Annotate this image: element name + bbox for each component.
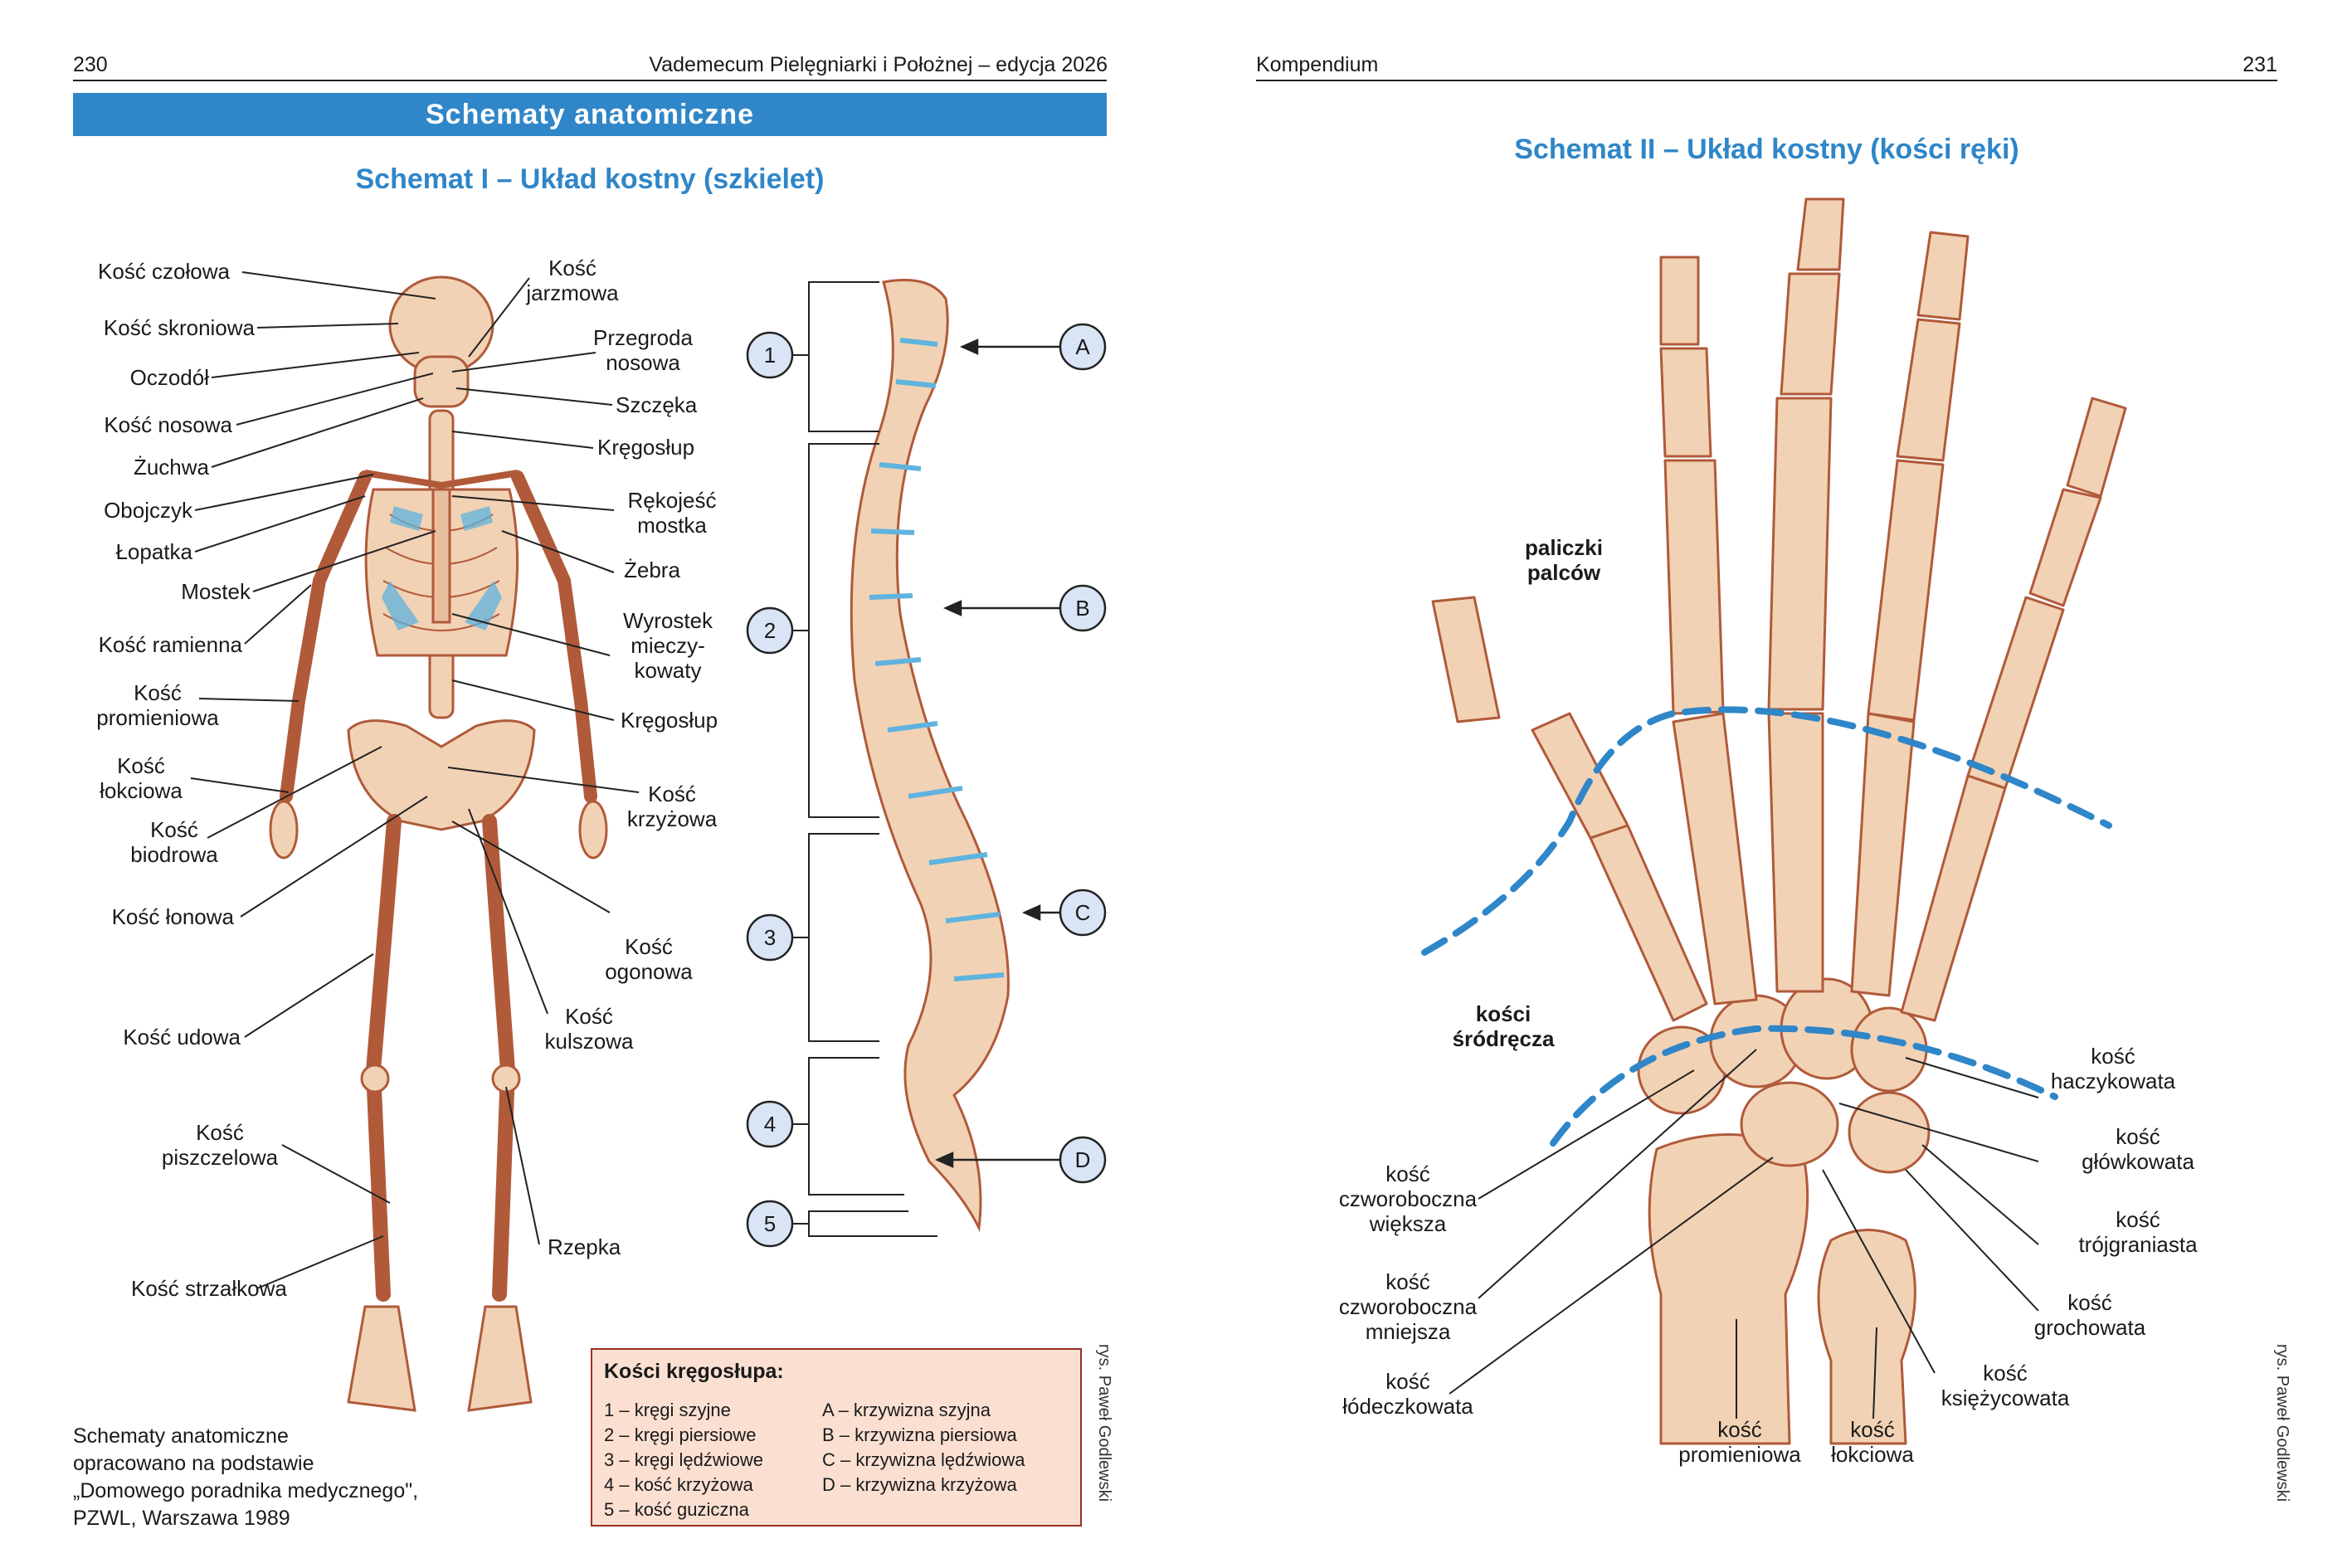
- label-kosc-kulszowa: Kość kulszowa: [544, 1004, 634, 1054]
- label-kosc-ogonowa: Kość ogonowa: [605, 934, 693, 984]
- legend-item: 1 – kręgi szyjne: [604, 1400, 731, 1420]
- label-lopatka: Łopatka: [115, 539, 192, 564]
- label-kosc-haczykowata: kość haczykowata: [2050, 1044, 2176, 1093]
- label-obojczyk: Obojczyk: [104, 498, 192, 523]
- label-kosc-czworoboczna-wieksza: kość czworoboczna większa: [1338, 1161, 1478, 1236]
- spine-brackets: [788, 281, 937, 1237]
- legend-item: 3 – kręgi lędźwiowe: [604, 1449, 763, 1470]
- spine-region-2: 2: [763, 618, 777, 643]
- page-number: 230: [73, 53, 108, 76]
- legend-right-column: A – krzywizna szyjna B – krzywizna piers…: [822, 1398, 1025, 1497]
- label-kosc-piszczelowa: Kość piszczelowa: [161, 1120, 279, 1170]
- hand-bones: [1431, 197, 2127, 1445]
- label-przegroda-nosowa: Przegroda nosowa: [593, 325, 693, 375]
- spine-region-5: 5: [763, 1211, 777, 1236]
- skeleton-illustration: [190, 271, 1107, 1412]
- leader-lines-right: [447, 277, 640, 1245]
- spine-region-3: 3: [763, 925, 777, 950]
- spine-curve-a: A: [1075, 334, 1090, 359]
- spine-legend: Kości kręgosłupa: 1 – kręgi szyjne 2 – k…: [591, 1348, 1082, 1527]
- source-note-line: opracowano na podstawie: [73, 1452, 314, 1475]
- label-kosc-grochowata: kość grochowata: [2033, 1290, 2146, 1340]
- source-note-line: Schematy anatomiczne: [73, 1424, 289, 1448]
- spine-curve-c: C: [1074, 900, 1091, 925]
- label-mostek: Mostek: [181, 579, 251, 604]
- legend-left-column: 1 – kręgi szyjne 2 – kręgi piersiowe 3 –…: [604, 1398, 763, 1522]
- label-kosc-ramienna: Kość ramienna: [98, 632, 242, 657]
- section-title: Schematy anatomiczne: [73, 93, 1107, 136]
- label-kosc-glowkowata: kość główkowata: [2082, 1124, 2194, 1174]
- label-kosc-udowa: Kość udowa: [123, 1025, 241, 1049]
- source-note-line: „Domowego poradnika medycznego",: [73, 1479, 419, 1502]
- label-kosc-strzalkowa: Kość strzałkowa: [131, 1276, 287, 1301]
- header-rule: [1256, 80, 2277, 81]
- left-page: 230 Vademecum Pielęgniarki i Położnej – …: [73, 53, 1113, 1532]
- spine-region-4: 4: [763, 1112, 777, 1137]
- legend-item: A – krzywizna szyjna: [822, 1400, 991, 1420]
- schema-title: Schemat II – Układ kostny (kości ręki): [1514, 134, 2019, 165]
- legend-item: 5 – kość guziczna: [604, 1499, 749, 1520]
- label-kosc-promieniowa: Kość promieniowa: [96, 680, 219, 730]
- legend-item: D – krzywizna krzyżowa: [822, 1474, 1017, 1495]
- legend-item: 4 – kość krzyżowa: [604, 1474, 753, 1495]
- label-kosc-skroniowa: Kość skroniowa: [103, 315, 255, 340]
- label-kosc-lokciowa: kość łokciowa: [1831, 1417, 1914, 1467]
- schema-title: Schemat I – Układ kostny (szkielet): [355, 163, 825, 195]
- label-kregoslup-upper: Kręgosłup: [597, 435, 695, 460]
- label-kosc-trojgraniasta: kość trójgraniasta: [2078, 1207, 2198, 1257]
- spine-curve-b: B: [1075, 596, 1090, 621]
- source-note: Schematy anatomiczne opracowano na podst…: [73, 1423, 418, 1532]
- illustration-credit: rys. Paweł Godlewski: [1095, 1344, 1113, 1502]
- header-rule: [73, 80, 1107, 81]
- label-kosc-biodrowa: Kość biodrowa: [130, 817, 218, 867]
- label-kregoslup-lower: Kręgosłup: [621, 708, 718, 733]
- right-page: Kompendium 231 Schemat II – Układ kostny…: [1176, 0, 2352, 1568]
- label-paliczki-palcow: paliczki palców: [1525, 535, 1603, 585]
- label-wyrostek-mieczykowaty: Wyrostek mieczy- kowaty: [622, 608, 713, 683]
- label-kosc-promieniowa: kość promieniowa: [1678, 1417, 1801, 1467]
- label-kosc-czworoboczna-mniejsza: kość czworoboczna mniejsza: [1338, 1269, 1478, 1344]
- label-zebra: Żebra: [624, 558, 680, 582]
- running-title: Kompendium: [1256, 53, 1379, 76]
- spine-side-view: [850, 279, 1010, 1233]
- leader-lines-left: [190, 271, 436, 1289]
- label-oczodol: Oczodół: [129, 365, 209, 390]
- label-kosc-ksiezycowata: kość księżycowata: [1941, 1361, 2070, 1410]
- source-note-line: PZWL, Warszawa 1989: [73, 1507, 290, 1530]
- legend-item: B – krzywizna piersiowa: [822, 1424, 1017, 1445]
- label-rekojesc-mostka: Rękojeść mostka: [627, 488, 717, 538]
- legend-item: C – krzywizna lędźwiowa: [822, 1449, 1025, 1470]
- spine-region-1: 1: [763, 343, 777, 368]
- label-kosc-lodeczkowata: kość łódeczkowata: [1342, 1369, 1473, 1419]
- curve-arrows: [934, 338, 1062, 1168]
- dashed-guide-lines: [1421, 706, 2112, 1147]
- label-kosc-krzyzowa: Kość krzyżowa: [626, 782, 718, 831]
- label-kosc-nosowa: Kość nosowa: [104, 412, 232, 437]
- label-kosci-srodrecza: kości śródręcza: [1452, 1001, 1555, 1051]
- label-kosc-lokciowa: Kość łokciowa: [100, 753, 183, 803]
- legend-title: Kości kręgosłupa:: [604, 1360, 784, 1383]
- spine-markers: [746, 323, 1107, 1248]
- intervertebral-discs: [869, 338, 1005, 981]
- legend-item: 2 – kręgi piersiowe: [604, 1424, 757, 1445]
- label-kosc-jarzmowa: Kość jarzmowa: [526, 256, 619, 305]
- spine-curve-d: D: [1074, 1147, 1091, 1172]
- label-rzepka: Rzepka: [548, 1234, 621, 1259]
- running-title: Vademecum Pielęgniarki i Położnej – edyc…: [649, 53, 1108, 76]
- hand-illustration: [1421, 197, 2127, 1445]
- rib-cartilage: [382, 506, 502, 631]
- hand-leader-lines: [1449, 1049, 2039, 1419]
- page-number: 231: [2242, 53, 2277, 76]
- label-kosc-lonowa: Kość łonowa: [111, 904, 234, 929]
- label-szczeka: Szczęka: [616, 392, 698, 417]
- label-kosc-czolowa: Kość czołowa: [98, 259, 230, 284]
- label-zuchwa: Żuchwa: [133, 455, 209, 480]
- illustration-credit: rys. Paweł Godlewski: [2273, 1344, 2291, 1502]
